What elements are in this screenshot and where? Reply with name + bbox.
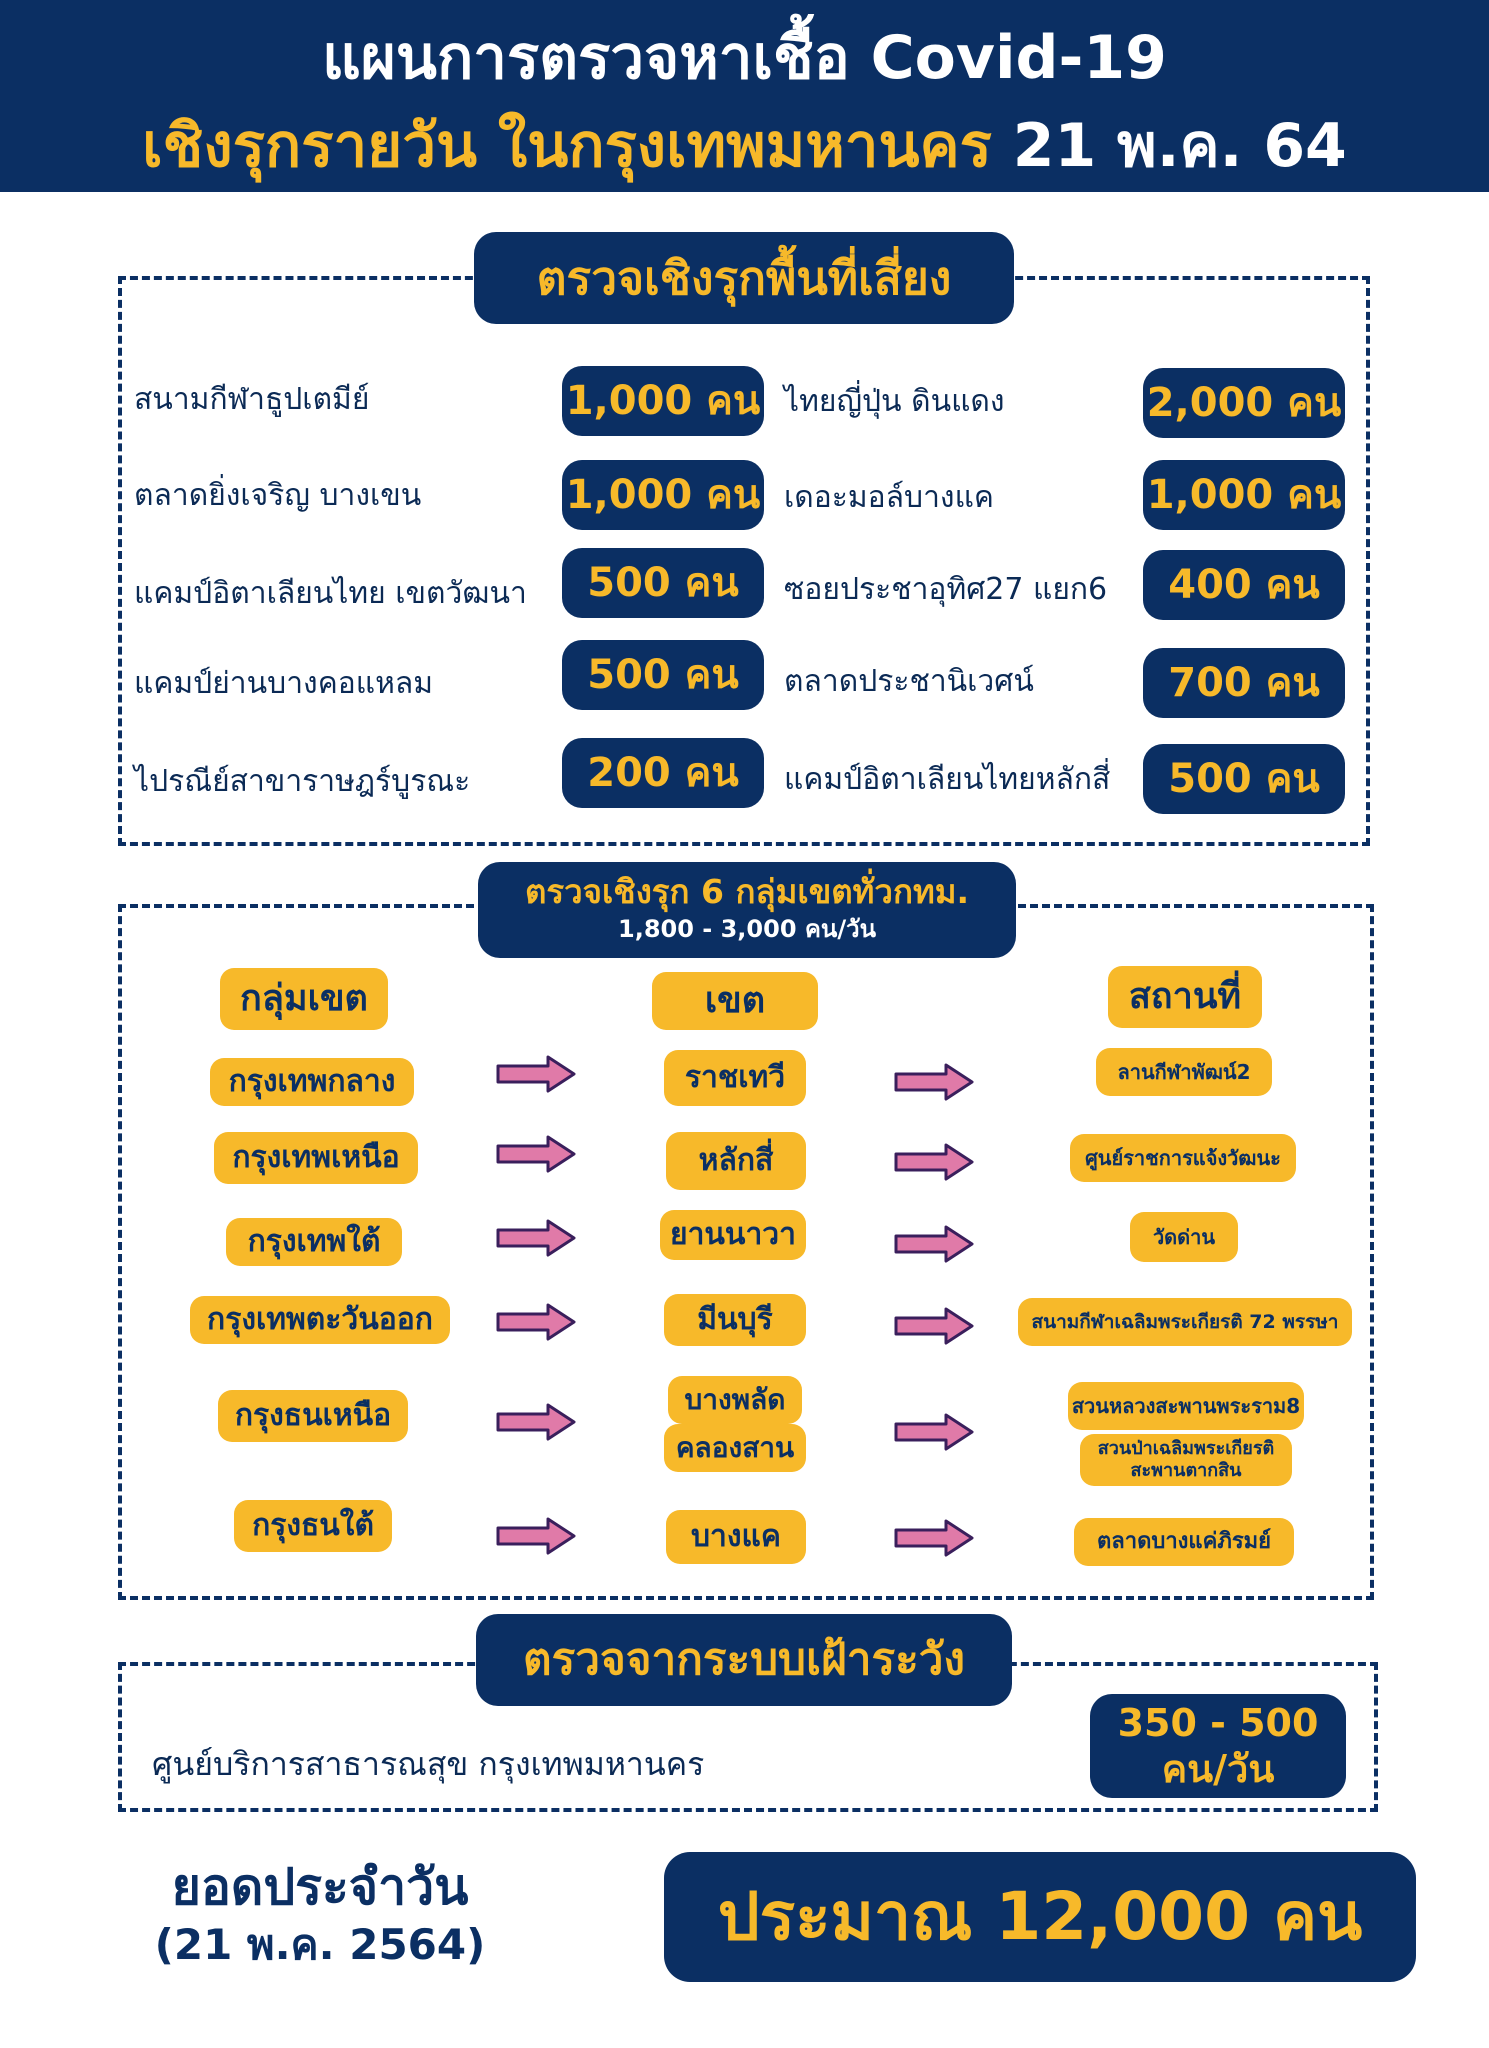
header-subtitle: เชิงรุกรายวัน ในกรุงเทพมหานคร 21 พ.ค. 64: [0, 110, 1489, 182]
site-count: 2,000 คน: [1143, 368, 1345, 438]
group-pill: กรุงธนเหนือ: [218, 1390, 408, 1442]
place-pill: สวนหลวงสะพานพระราม8: [1068, 1382, 1304, 1430]
site-name: สนามกีฬาธูปเตมีย์: [134, 382, 370, 417]
arrow-right-icon: [894, 1063, 974, 1101]
arrow-right-icon: [496, 1219, 576, 1257]
district-pill: ยานนาวา: [660, 1210, 806, 1260]
section2-header: ตรวจเชิงรุก 6 กลุ่มเขตทั่วกทม. 1,800 - 3…: [478, 862, 1016, 958]
site-name: ไปรณีย์สาขาราษฎร์บูรณะ: [134, 764, 471, 799]
section2-subtitle: 1,800 - 3,000 คน/วัน: [618, 915, 876, 943]
section3-count-range: 350 - 500: [1117, 1701, 1319, 1745]
arrow-right-icon: [496, 1303, 576, 1341]
site-count: 500 คน: [1143, 744, 1345, 814]
site-name: แคมป์ย่านบางคอแหลม: [134, 666, 434, 701]
daily-total-label: ยอดประจำวัน: [171, 1858, 469, 1916]
group-pill: กรุงเทพตะวันออก: [190, 1296, 450, 1344]
header-date: 21 พ.ค. 64: [1012, 111, 1347, 181]
district-pill: บางแค: [666, 1510, 806, 1564]
column-header-place: สถานที่: [1108, 966, 1262, 1028]
site-name: ไทยญี่ปุ่น ดินแดง: [784, 384, 1005, 419]
column-header-district: เขต: [652, 972, 818, 1030]
place-pill: สนามกีฬาเฉลิมพระเกียรติ 72 พรรษา: [1018, 1298, 1352, 1346]
section2-title: ตรวจเชิงรุก 6 กลุ่มเขตทั่วกทม.: [525, 872, 969, 911]
section3-site: ศูนย์บริการสาธารณสุข กรุงเทพมหานคร: [152, 1745, 705, 1783]
section1-title: ตรวจเชิงรุกพื้นที่เสี่ยง: [474, 232, 1014, 324]
district-pill: ราชเทวี: [664, 1050, 806, 1106]
arrow-right-icon: [894, 1519, 974, 1557]
header-title: แผนการตรวจหาเชื้อ Covid-19: [322, 23, 1167, 93]
district-pill: บางพลัด: [668, 1376, 802, 1424]
arrow-right-icon: [894, 1307, 974, 1345]
daily-total-value: ประมาณ 12,000 คน: [664, 1852, 1416, 1982]
place-pill: ศูนย์ราชการแจ้งวัฒนะ: [1070, 1134, 1296, 1182]
site-name: แคมป์อิตาเลียนไทย เขตวัฒนา: [134, 576, 527, 611]
header-banner: [0, 0, 1489, 192]
site-name: แคมป์อิตาเลียนไทยหลักสี่: [784, 762, 1111, 797]
place-pill: ตลาดบางแค่ภิรมย์: [1074, 1518, 1294, 1566]
site-count: 1,000 คน: [562, 460, 764, 530]
arrow-right-icon: [894, 1143, 974, 1181]
arrow-right-icon: [894, 1413, 974, 1451]
section3-count: 350 - 500 คน/วัน: [1090, 1694, 1346, 1798]
group-pill: กรุงเทพเหนือ: [214, 1132, 418, 1184]
district-pill: มีนบุรี: [664, 1294, 806, 1346]
site-count: 500 คน: [562, 548, 764, 618]
place-pill: วัดด่าน: [1130, 1212, 1238, 1262]
place-pill: ลานกีฬาพัฒน์2: [1096, 1048, 1272, 1096]
daily-total-date: (21 พ.ค. 2564): [154, 1920, 486, 1969]
site-count: 400 คน: [1143, 550, 1345, 620]
site-name: ซอยประชาอุทิศ27 แยก6: [784, 572, 1108, 607]
site-count: 1,000 คน: [1143, 460, 1345, 530]
site-count: 500 คน: [562, 640, 764, 710]
arrow-right-icon: [496, 1403, 576, 1441]
group-pill: กรุงเทพกลาง: [210, 1058, 414, 1106]
arrow-right-icon: [894, 1225, 974, 1263]
group-pill: กรุงเทพใต้: [226, 1218, 402, 1266]
site-name: ตลาดประชานิเวศน์: [784, 664, 1034, 699]
district-pill: คลองสาน: [664, 1424, 806, 1472]
site-name: เดอะมอล์บางแค: [784, 480, 994, 515]
column-header-group: กลุ่มเขต: [220, 968, 388, 1030]
arrow-right-icon: [496, 1517, 576, 1555]
header-subtitle-main: เชิงรุกรายวัน ในกรุงเทพมหานคร: [142, 111, 992, 181]
section3-title: ตรวจจากระบบเฝ้าระวัง: [476, 1614, 1012, 1706]
site-count: 1,000 คน: [562, 366, 764, 436]
place-pill: สวนป่าเฉลิมพระเกียรติ สะพานตากสิน: [1080, 1434, 1292, 1486]
site-count: 200 คน: [562, 738, 764, 808]
arrow-right-icon: [496, 1135, 576, 1173]
group-pill: กรุงธนใต้: [234, 1500, 392, 1552]
district-pill: หลักสี่: [666, 1132, 806, 1190]
arrow-right-icon: [496, 1055, 576, 1093]
site-name: ตลาดยิ่งเจริญ บางเขน: [134, 478, 422, 513]
section3-count-unit: คน/วัน: [1161, 1747, 1275, 1791]
site-count: 700 คน: [1143, 648, 1345, 718]
